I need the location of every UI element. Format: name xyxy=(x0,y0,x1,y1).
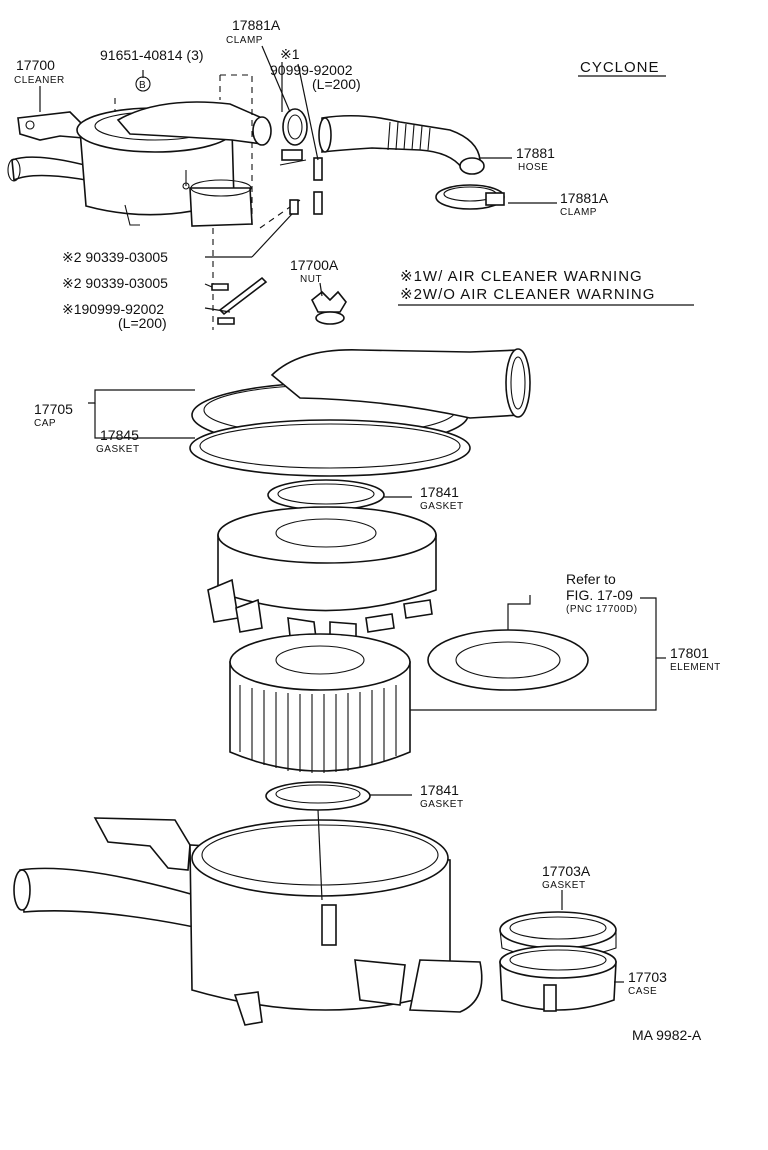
leader-lines xyxy=(39,45,666,983)
label-element-pn: 17801 xyxy=(670,645,709,661)
label-case-pn: 17703 xyxy=(628,969,667,985)
cleaner-assembly-illustration xyxy=(7,74,301,330)
clamp-right-illustration xyxy=(435,184,505,210)
label-clamp-top-nm: CLAMP xyxy=(226,35,263,46)
clamp-small-illustration xyxy=(279,108,308,166)
label-gasket-bot-nm: GASKET xyxy=(420,799,464,810)
label-nut-pn: 17700A xyxy=(290,257,339,273)
figure-code: MA 9982-A xyxy=(632,1027,702,1043)
label-case-gasket-pn: 17703A xyxy=(542,863,591,879)
label-pin1: ※2 90339-03005 xyxy=(62,249,168,265)
label-cap-pn: 17705 xyxy=(34,401,73,417)
label-case-nm: CASE xyxy=(628,986,657,997)
pins-illustration xyxy=(211,276,268,325)
label-gasket-cap-pn: 17845 xyxy=(100,427,139,443)
housing-body-illustration xyxy=(13,809,483,1026)
label-hose-small-pn: 90999-92002 xyxy=(270,62,353,78)
gasket-bottom-illustration xyxy=(265,781,371,811)
label-cap-nm: CAP xyxy=(34,418,56,429)
label-gasket-bot-pn: 17841 xyxy=(420,782,459,798)
variant-title: CYCLONE xyxy=(580,59,660,76)
hose-illustration xyxy=(318,114,485,175)
label-refer-line3: (PNC 17700D) xyxy=(566,604,638,615)
wing-nut-illustration xyxy=(310,290,347,325)
small-hose-illustration xyxy=(289,157,323,215)
label-hose-small-len: (L=200) xyxy=(312,76,361,92)
gasket-cap-illustration xyxy=(189,419,471,477)
label-bolt-pn: 91651-40814 (3) xyxy=(100,47,204,63)
label-nut-nm: NUT xyxy=(300,274,322,285)
label-refer-line1: Refer to xyxy=(566,571,616,587)
note-without-warning: ※2W/O AIR CLEANER WARNING xyxy=(400,286,655,303)
element-illustration xyxy=(229,633,411,773)
label-hose-pn: 17881 xyxy=(516,145,555,161)
label-tube-len: (L=200) xyxy=(118,315,167,331)
label-clamp-right-nm: CLAMP xyxy=(560,207,597,218)
label-pin2: ※2 90339-03005 xyxy=(62,275,168,291)
label-refer-line2: FIG. 17-09 xyxy=(566,587,633,603)
refer-ring-illustration xyxy=(427,629,589,691)
cyclone-cover-illustration xyxy=(207,506,437,639)
label-bolt-ref: B xyxy=(139,80,146,91)
label-hose-small-mark: ※1 xyxy=(280,46,300,62)
label-cleaner-pn: 17700 xyxy=(16,57,55,73)
label-element-nm: ELEMENT xyxy=(670,662,721,673)
note-with-warning: ※1W/ AIR CLEANER WARNING xyxy=(400,268,643,285)
label-clamp-right-pn: 17881A xyxy=(560,190,609,206)
label-gasket-top-nm: GASKET xyxy=(420,501,464,512)
label-gasket-cap-nm: GASKET xyxy=(96,444,140,455)
label-gasket-top-pn: 17841 xyxy=(420,484,459,500)
label-case-gasket-nm: GASKET xyxy=(542,880,586,891)
label-clamp-top-pn: 17881A xyxy=(232,17,281,33)
gasket-top-illustration xyxy=(267,479,385,511)
bolt-ref-circle xyxy=(135,76,151,92)
label-tube-pn: ※190999-92002 xyxy=(62,301,164,317)
label-cleaner-nm: CLEANER xyxy=(14,75,65,86)
label-hose-nm: HOSE xyxy=(518,162,548,173)
case-illustration xyxy=(499,945,617,1012)
